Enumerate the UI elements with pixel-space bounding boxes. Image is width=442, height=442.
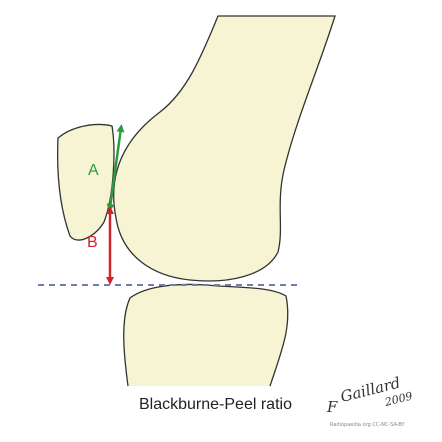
tibia-bone [123, 283, 289, 387]
measurement-a-arrow [106, 124, 125, 212]
signature-initial: F [326, 398, 338, 416]
image-credit: Radiopaedia.org CC-NC-SA-BY [330, 422, 406, 428]
femur-bone [113, 15, 336, 282]
label-b: B [87, 234, 98, 251]
diagram-caption: Blackburne-Peel ratio [139, 396, 292, 413]
label-a: A [88, 162, 99, 179]
patella-bone [56, 123, 115, 241]
author-signature: F Gaillard 2009 [326, 374, 414, 416]
